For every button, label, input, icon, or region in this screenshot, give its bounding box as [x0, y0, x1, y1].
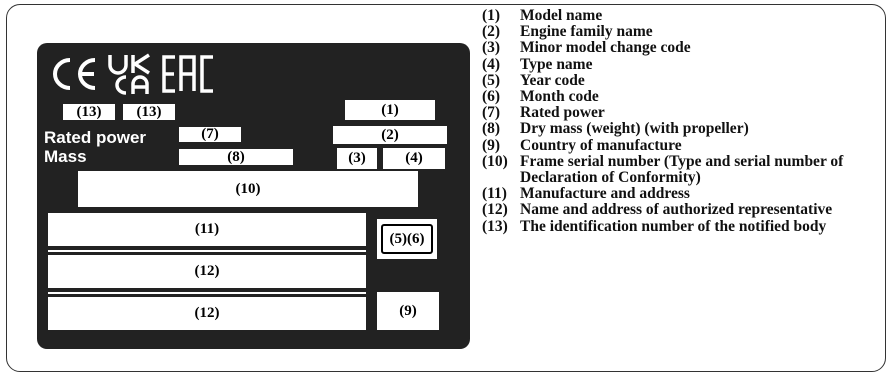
legend-item: (3) Minor model change code — [482, 40, 888, 56]
legend-number: (6) — [482, 88, 501, 106]
date-code-box: (5)(6) — [381, 224, 433, 254]
legend-item: (6) Month code — [482, 88, 888, 106]
mass-label: Mass — [44, 147, 87, 166]
legend-text: The identification number of the notifie… — [520, 217, 827, 235]
ukca-mark-icon — [108, 53, 150, 95]
rated-power-label: Rated power — [44, 128, 147, 147]
ce-mark-icon — [53, 58, 96, 90]
representative-box-1: (12) — [48, 255, 366, 288]
legend-item: (2) Engine family name — [482, 24, 888, 40]
legend-text: Model name — [520, 7, 603, 24]
legend-item: (10) Frame serial number (Type and serial… — [482, 152, 888, 187]
rating-plate: (13) (13) (1) Rated power (7) (2) Mass (… — [37, 43, 470, 349]
manufacturer-box: (11) — [48, 213, 366, 246]
legend-text: Manufacture and address — [520, 185, 690, 203]
model-name-box: (1) — [345, 100, 435, 120]
eac-mark-icon — [162, 55, 213, 93]
legend-number: (11) — [482, 185, 507, 203]
legend-number: (9) — [482, 136, 501, 154]
legend-item: (13) The identification number of the not… — [482, 217, 888, 235]
notified-body-box-1: (13) — [63, 104, 115, 120]
legend-item: (1) Model name — [482, 7, 888, 24]
legend-number: (4) — [482, 55, 501, 73]
mass-box: (8) — [179, 149, 293, 165]
outer-frame — [6, 4, 886, 372]
legend-number: (5) — [482, 71, 501, 89]
legend-number: (8) — [482, 120, 501, 138]
legend-text: Frame serial number (Type and serial num… — [520, 152, 844, 187]
legend-number: (10) — [482, 152, 508, 170]
legend-text: Type name — [520, 55, 593, 73]
legend-number: (2) — [482, 23, 501, 41]
rated-power-box: (7) — [179, 126, 241, 142]
frame-serial-box: (10) — [78, 171, 418, 207]
country-box: (9) — [377, 292, 439, 330]
legend-item: (11) Manufacture and address — [482, 186, 888, 202]
legend-text: Dry mass (weight) (with propeller) — [520, 120, 749, 138]
legend-text: Month code — [520, 88, 599, 106]
legend-item: (12) Name and address of authorized repre… — [482, 202, 888, 218]
legend-number: (7) — [482, 104, 501, 122]
legend-item: (4) Type name — [482, 55, 888, 73]
divider-line — [48, 250, 366, 252]
legend-text: Year code — [520, 71, 585, 89]
legend-item: (5) Year code — [482, 71, 888, 89]
representative-box-2: (12) — [48, 297, 366, 330]
legend-number: (12) — [482, 201, 508, 219]
legend-text: Engine family name — [520, 23, 653, 41]
minor-change-code-box: (3) — [337, 148, 377, 169]
legend-item: (7) Rated power — [482, 105, 888, 121]
legend-number: (1) — [482, 7, 501, 24]
legend: (1) Model name (2) Engine family name (3) Min… — [482, 7, 888, 235]
engine-family-box: (2) — [333, 126, 447, 144]
type-name-box: (4) — [383, 148, 445, 169]
legend-number: (13) — [482, 217, 508, 235]
legend-text: Country of manufacture — [520, 136, 682, 154]
legend-text: Rated power — [520, 104, 605, 122]
divider-line — [48, 292, 366, 294]
legend-item: (8) Dry mass (weight) (with propeller) — [482, 121, 888, 137]
legend-text: Name and address of authorized represent… — [520, 201, 833, 219]
legend-text: Minor model change code — [520, 39, 691, 57]
legend-number: (3) — [482, 39, 501, 57]
legend-item: (9) Country of manufacture — [482, 136, 888, 154]
date-code-area: (5)(6) — [377, 219, 437, 259]
notified-body-box-2: (13) — [123, 104, 175, 120]
